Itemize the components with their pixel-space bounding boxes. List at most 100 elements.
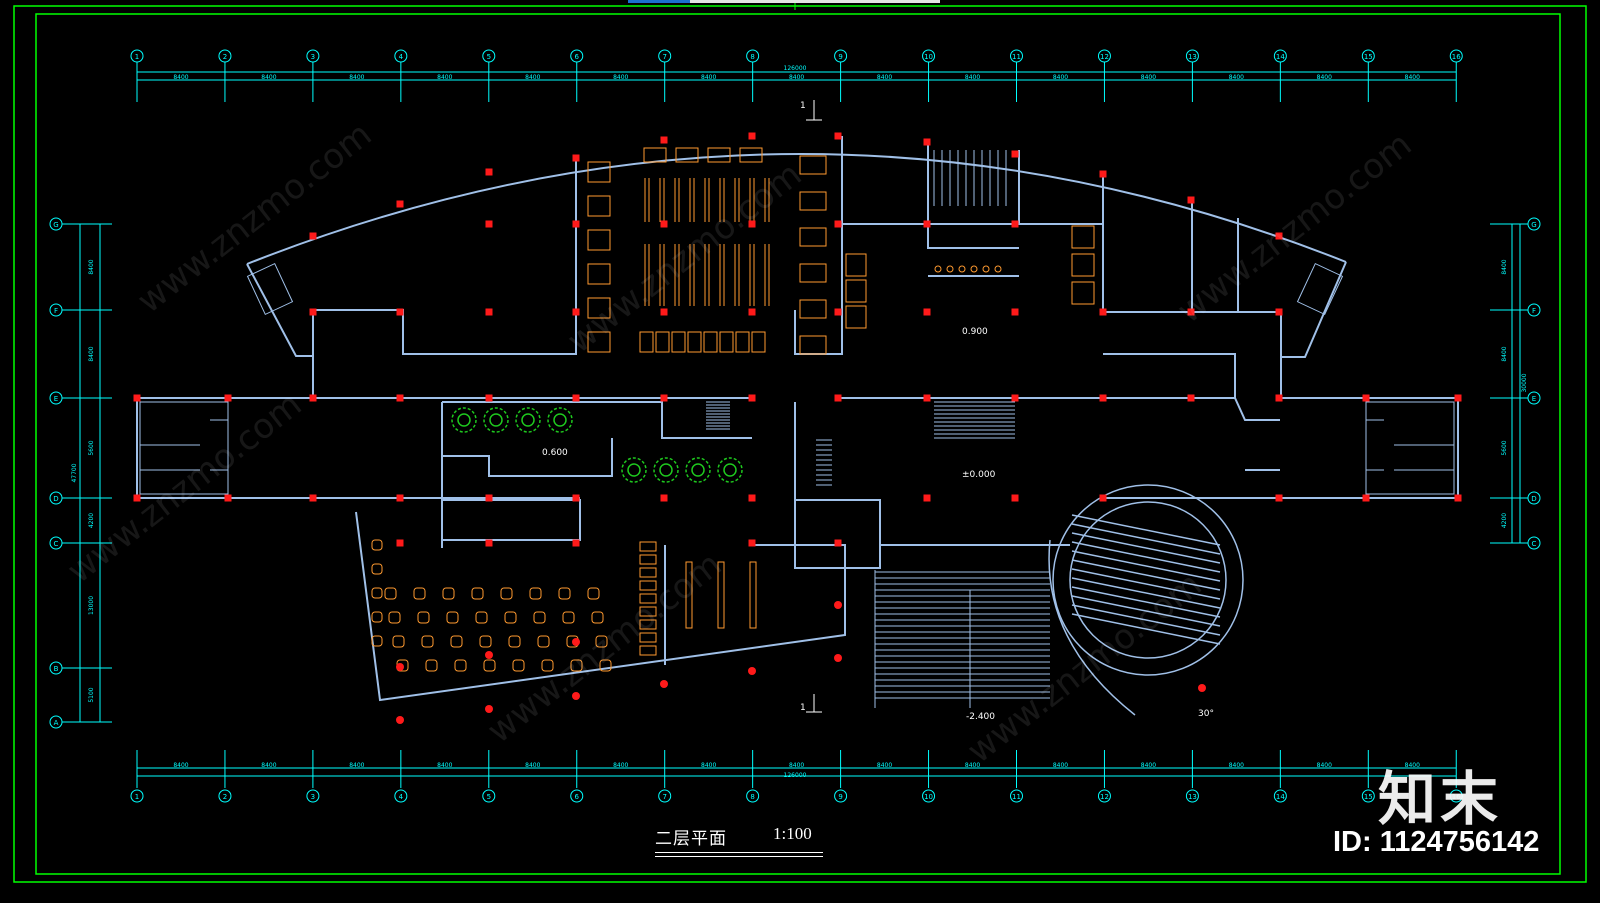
axis-label: 15 — [1364, 53, 1373, 61]
tree — [691, 463, 705, 477]
axis-labels: 1184008400228400840033840084004484008400… — [53, 53, 1536, 801]
column — [748, 220, 756, 228]
column — [1275, 494, 1283, 502]
cafe-table — [388, 611, 401, 624]
seat-row — [1071, 586, 1221, 618]
section-mark-bottom: 1 — [800, 703, 806, 713]
bay-dimension: 8400 — [965, 74, 980, 81]
axis-bubble — [1010, 49, 1023, 63]
axis-label: 9 — [838, 53, 842, 61]
axis-bubble — [130, 789, 144, 803]
elevation-2: 0.600 — [542, 448, 568, 458]
column — [572, 154, 580, 162]
bay-dimension: 8400 — [701, 74, 716, 81]
axis-label: 8 — [750, 53, 754, 61]
display-shelf — [639, 606, 657, 617]
bay-dimension: 8400 — [525, 762, 540, 769]
round-column — [396, 663, 404, 671]
reading-table — [703, 331, 718, 353]
side-dimension: 4200 — [1501, 513, 1508, 528]
axis-label: 9 — [838, 793, 842, 801]
column — [396, 539, 404, 547]
cafe-table — [508, 635, 521, 648]
axis-bubble — [306, 49, 320, 63]
tab-indicator-active[interactable] — [628, 0, 690, 3]
seat — [982, 265, 990, 273]
column — [572, 394, 580, 402]
axis-label: 10 — [924, 793, 933, 801]
bay-dimension: 8400 — [173, 762, 188, 769]
axis-label: 13 — [1188, 793, 1197, 801]
tree — [659, 463, 673, 477]
axis-bubble — [49, 491, 63, 505]
cafe-table — [558, 587, 571, 600]
axis-bubble — [49, 661, 63, 675]
axis-label: F — [54, 307, 58, 315]
column — [1099, 394, 1107, 402]
tree — [723, 463, 737, 477]
cafe-table — [562, 611, 575, 624]
cafe-table — [471, 587, 484, 600]
office-desk — [845, 279, 867, 303]
round-column — [572, 638, 580, 646]
side-dimension: 5600 — [88, 440, 95, 455]
cafe-table — [504, 611, 517, 624]
axis-bubble — [834, 49, 848, 63]
axis-label: 15 — [1364, 793, 1373, 801]
store-rack — [749, 561, 757, 629]
display-shelf — [639, 541, 657, 552]
outer-frame — [13, 5, 1587, 883]
column — [834, 308, 842, 316]
side-dimension: 8400 — [1501, 346, 1508, 361]
column — [1011, 308, 1019, 316]
axis-label: 12 — [1100, 793, 1109, 801]
axis-bubble — [1185, 49, 1199, 63]
tree — [521, 413, 535, 427]
bay-dimension: 8400 — [1317, 762, 1332, 769]
bay-dimension: 8400 — [437, 74, 452, 81]
cafe-table — [371, 563, 383, 575]
axis-label: 14 — [1276, 53, 1285, 61]
tab-indicator[interactable] — [690, 0, 940, 3]
bay-dimension: 8400 — [261, 74, 276, 81]
reading-table — [655, 331, 670, 353]
bay-dimension: 8400 — [1141, 74, 1156, 81]
axis-label: 11 — [1012, 793, 1021, 801]
column — [834, 394, 842, 402]
axis-bubble — [218, 789, 232, 803]
cafe-table — [371, 539, 383, 551]
axis-label: G — [1531, 221, 1536, 229]
axis-bubble — [306, 789, 320, 803]
reading-table — [799, 263, 827, 283]
axis-bubble — [49, 303, 63, 317]
axis-label: 12 — [1100, 53, 1109, 61]
total-dimension: 126000 — [784, 65, 807, 72]
axis-grid — [49, 49, 1541, 803]
bay-dimension: 8400 — [1053, 74, 1068, 81]
axis-bubble — [746, 789, 760, 803]
axis-bubble — [394, 49, 408, 63]
inner-frame — [35, 13, 1561, 875]
side-dimension: 4200 — [88, 513, 95, 528]
column — [485, 394, 493, 402]
column — [224, 494, 232, 502]
column — [748, 132, 756, 140]
column — [923, 494, 931, 502]
cafe-table — [512, 659, 525, 672]
reading-table — [719, 331, 734, 353]
seat-row — [1071, 523, 1221, 555]
round-column — [834, 601, 842, 609]
bay-dimension: 8400 — [789, 74, 804, 81]
bay-dimension: 8400 — [613, 762, 628, 769]
office-desk — [1071, 281, 1095, 305]
bay-dimension: 8400 — [349, 74, 364, 81]
curved-facade — [246, 153, 1347, 265]
round-column — [834, 654, 842, 662]
column — [1011, 220, 1019, 228]
column — [485, 539, 493, 547]
axis-label: 7 — [662, 793, 666, 801]
column — [1362, 494, 1370, 502]
axis-label: 2 — [223, 53, 227, 61]
axis-label: 5 — [487, 793, 491, 801]
column — [133, 494, 141, 502]
